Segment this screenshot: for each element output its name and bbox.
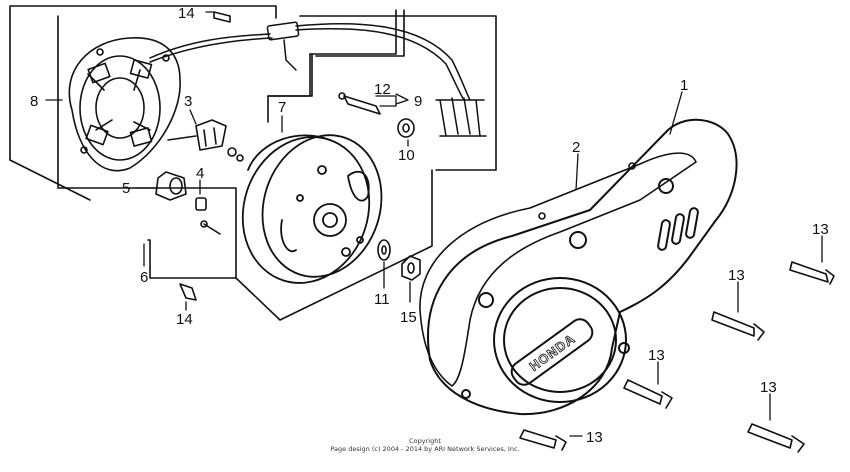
- callout-2: 2: [572, 139, 580, 156]
- callout-14-top: 14: [178, 5, 195, 22]
- stator-plate-8: [68, 37, 181, 172]
- callout-6: 6: [140, 269, 148, 286]
- callout-5: 5: [122, 180, 130, 197]
- callout-9: 9: [414, 93, 422, 110]
- assembly-outline-8: [9, 5, 497, 321]
- callout-10: 10: [398, 147, 415, 164]
- callout-7: 7: [278, 99, 286, 116]
- callout-4: 4: [196, 165, 204, 182]
- washer-10: [397, 118, 415, 138]
- leader-lines: [45, 11, 823, 437]
- bolt-13-d: [747, 423, 805, 453]
- pulse-generator-3: [167, 119, 244, 162]
- flywheel-7: [241, 134, 383, 284]
- condenser-5: [155, 171, 187, 201]
- callout-14-bottom: 14: [176, 311, 193, 328]
- crankcase-cover-1: [427, 118, 738, 416]
- page-design-credit: Page design (c) 2004 - 2014 by ARI Netwo…: [330, 445, 520, 453]
- assembly-outline-7: [267, 9, 405, 123]
- callout-15: 15: [400, 309, 417, 326]
- callout-3: 3: [184, 93, 192, 110]
- callout-13-e: 13: [586, 429, 603, 446]
- callout-8: 8: [30, 93, 38, 110]
- callout-13-d: 13: [760, 379, 777, 396]
- callout-13-a: 13: [812, 221, 829, 238]
- callout-13-b: 13: [728, 267, 745, 284]
- bolt-13-c: [623, 379, 673, 409]
- callout-1: 1: [680, 77, 688, 94]
- copyright-line: Copyright: [409, 437, 441, 445]
- screw-12: [338, 92, 381, 115]
- bolt-13-b: [711, 311, 765, 341]
- washer-11: [377, 239, 391, 261]
- wiring-harness: [149, 21, 487, 137]
- callout-13-c: 13: [648, 347, 665, 364]
- screw-4: [195, 197, 221, 235]
- screw-14-top: [213, 11, 231, 23]
- bolt-13-a: [789, 261, 835, 285]
- callout-12: 12: [374, 81, 391, 98]
- callout-11: 11: [374, 291, 390, 308]
- bolt-13-e: [519, 429, 567, 451]
- screw-14-bottom: [179, 283, 197, 301]
- gasket-2: [419, 152, 697, 387]
- nut-15: [401, 255, 421, 281]
